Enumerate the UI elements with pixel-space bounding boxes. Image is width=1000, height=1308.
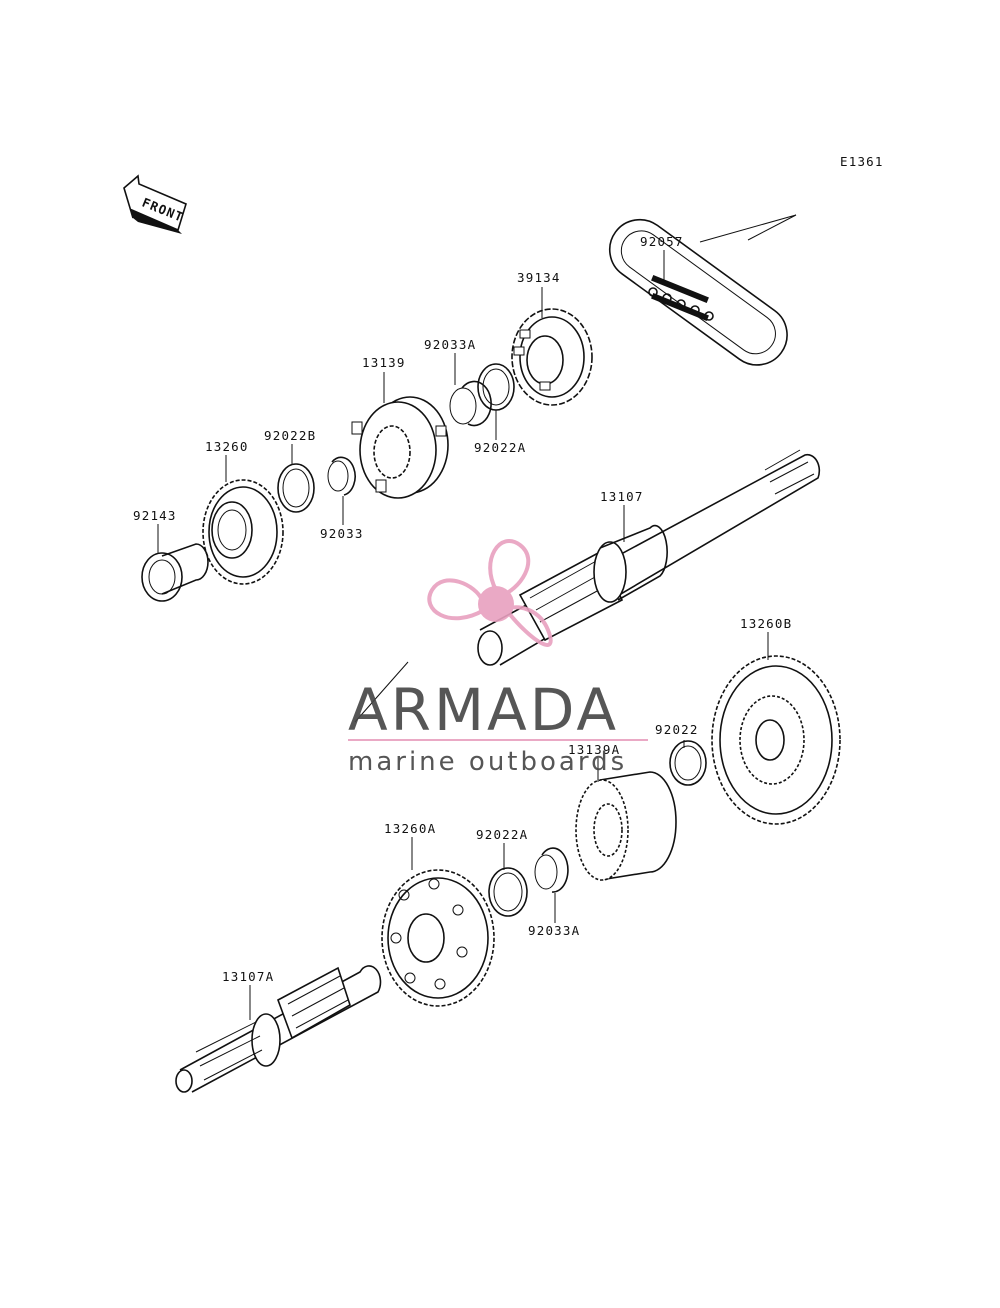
label-92022: 92022 xyxy=(655,722,699,737)
bushing-92143 xyxy=(141,543,209,602)
label-92033A-top: 92033A xyxy=(424,337,476,352)
label-92033: 92033 xyxy=(320,526,364,541)
brand-name: ARMADA xyxy=(348,676,619,744)
label-13107: 13107 xyxy=(600,489,644,504)
gear-13260A xyxy=(381,869,495,1007)
shaft-13107 xyxy=(477,449,821,666)
circlip-92033 xyxy=(327,456,356,496)
label-92022A-top: 92022A xyxy=(474,440,526,455)
circlip-92033A-bottom xyxy=(534,847,569,893)
label-13260: 13260 xyxy=(205,439,249,454)
label-13260A: 13260A xyxy=(384,821,436,836)
coupling-13139A xyxy=(575,771,677,881)
label-92033A-bottom: 92033A xyxy=(528,923,580,938)
brand-tagline: marine outboards xyxy=(348,747,627,777)
label-39134: 39134 xyxy=(517,270,561,285)
label-92143: 92143 xyxy=(133,508,177,523)
sprocket-39134 xyxy=(511,308,593,406)
propeller-icon xyxy=(427,539,553,647)
gear-13260 xyxy=(202,479,284,585)
shaft-13107A xyxy=(175,965,382,1093)
circlip-92033A-top xyxy=(449,380,492,427)
label-13139: 13139 xyxy=(362,355,406,370)
coupling-13139 xyxy=(351,396,449,499)
label-92022A-bottom: 92022A xyxy=(476,827,528,842)
axis-line-top xyxy=(699,214,797,243)
armada-logo: ARMADA marine outboards xyxy=(348,539,648,777)
washer-92022 xyxy=(669,740,707,786)
label-13260B: 13260B xyxy=(740,616,792,631)
gear-13260B xyxy=(711,655,841,825)
washer-92022A-top xyxy=(477,363,515,411)
label-13139A: 13139A xyxy=(568,742,620,757)
chain-92057 xyxy=(608,218,788,366)
label-13107A: 13107A xyxy=(222,969,274,984)
axis-line-arrow xyxy=(354,661,409,723)
diagram-code: E1361 xyxy=(840,154,884,169)
label-92057: 92057 xyxy=(640,234,684,249)
label-92022B: 92022B xyxy=(264,428,316,443)
washer-92022A-bottom xyxy=(488,867,528,917)
front-arrow-icon: FRONT xyxy=(123,174,187,234)
washer-92022B xyxy=(277,463,315,513)
